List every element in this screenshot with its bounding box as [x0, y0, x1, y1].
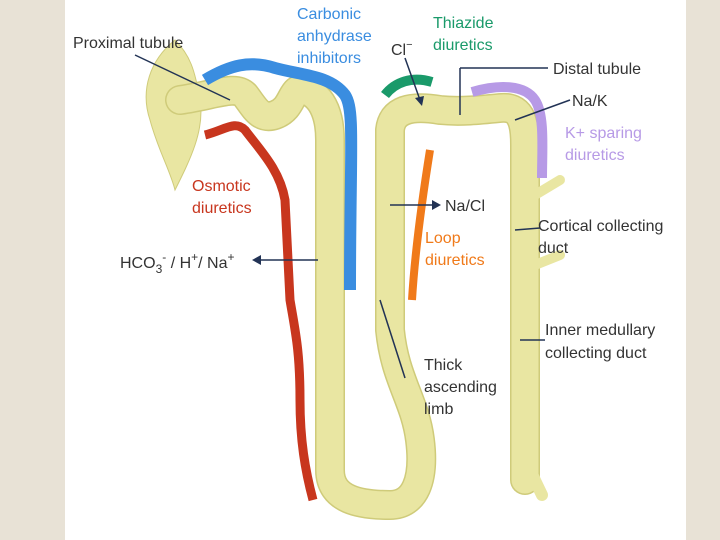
cl-arrow: [404, 57, 421, 101]
label-carbonic-3: inhibitors: [297, 50, 361, 67]
cortical-branch: [530, 175, 565, 200]
label-thick-2: ascending: [424, 379, 497, 396]
label-cortical-2: duct: [538, 240, 569, 257]
proximal-tubule: [166, 75, 539, 519]
label-thick-1: Thick: [424, 357, 463, 374]
label-carbonic-2: anhydrase: [297, 28, 372, 45]
label-na-k: Na/K: [572, 93, 608, 110]
label-chloride: Cl−: [391, 39, 413, 59]
cortical-leader: [514, 227, 541, 231]
label-na-cl: Na/Cl: [445, 198, 485, 215]
label-hco3: HCO3- / H+/ Na+: [120, 250, 235, 276]
cl-arrowhead: [415, 96, 424, 106]
collecting-duct-tip: [524, 464, 548, 501]
label-osmotic-2: diuretics: [192, 200, 252, 217]
proximal-leader: [134, 54, 231, 101]
label-thick-3: limb: [424, 401, 453, 418]
label-inner-2: collecting duct: [545, 345, 647, 362]
label-cortical-1: Cortical collecting: [538, 218, 663, 235]
label-loop-1: Loop: [425, 230, 461, 247]
label-osmotic-1: Osmotic: [192, 178, 251, 195]
nacl-arrowhead: [432, 200, 441, 210]
medullary-branch: [530, 250, 565, 270]
bowman-capsule: [145, 39, 202, 192]
thick-leader: [379, 299, 406, 379]
label-ksparing-2: diuretics: [565, 147, 625, 164]
distal-tubule-band: [470, 82, 548, 179]
label-thiazide-2: diuretics: [433, 37, 493, 54]
label-thiazide-1: Thiazide: [433, 15, 494, 32]
label-carbonic-1: Carbonic: [297, 6, 361, 23]
osmotic-band: [203, 121, 318, 502]
nak-leader: [514, 99, 571, 121]
carbonic-anhydrase-band: [201, 58, 358, 291]
label-distal-tubule: Distal tubule: [553, 61, 641, 78]
thiazide-band: [381, 74, 434, 99]
label-loop-2: diuretics: [425, 252, 485, 269]
label-inner-1: Inner medullary: [545, 322, 655, 339]
loop-band: [408, 149, 434, 301]
hco3-arrowhead: [252, 255, 261, 265]
label-proximal-tubule: Proximal tubule: [73, 35, 183, 52]
label-ksparing-1: K+ sparing: [565, 125, 642, 142]
